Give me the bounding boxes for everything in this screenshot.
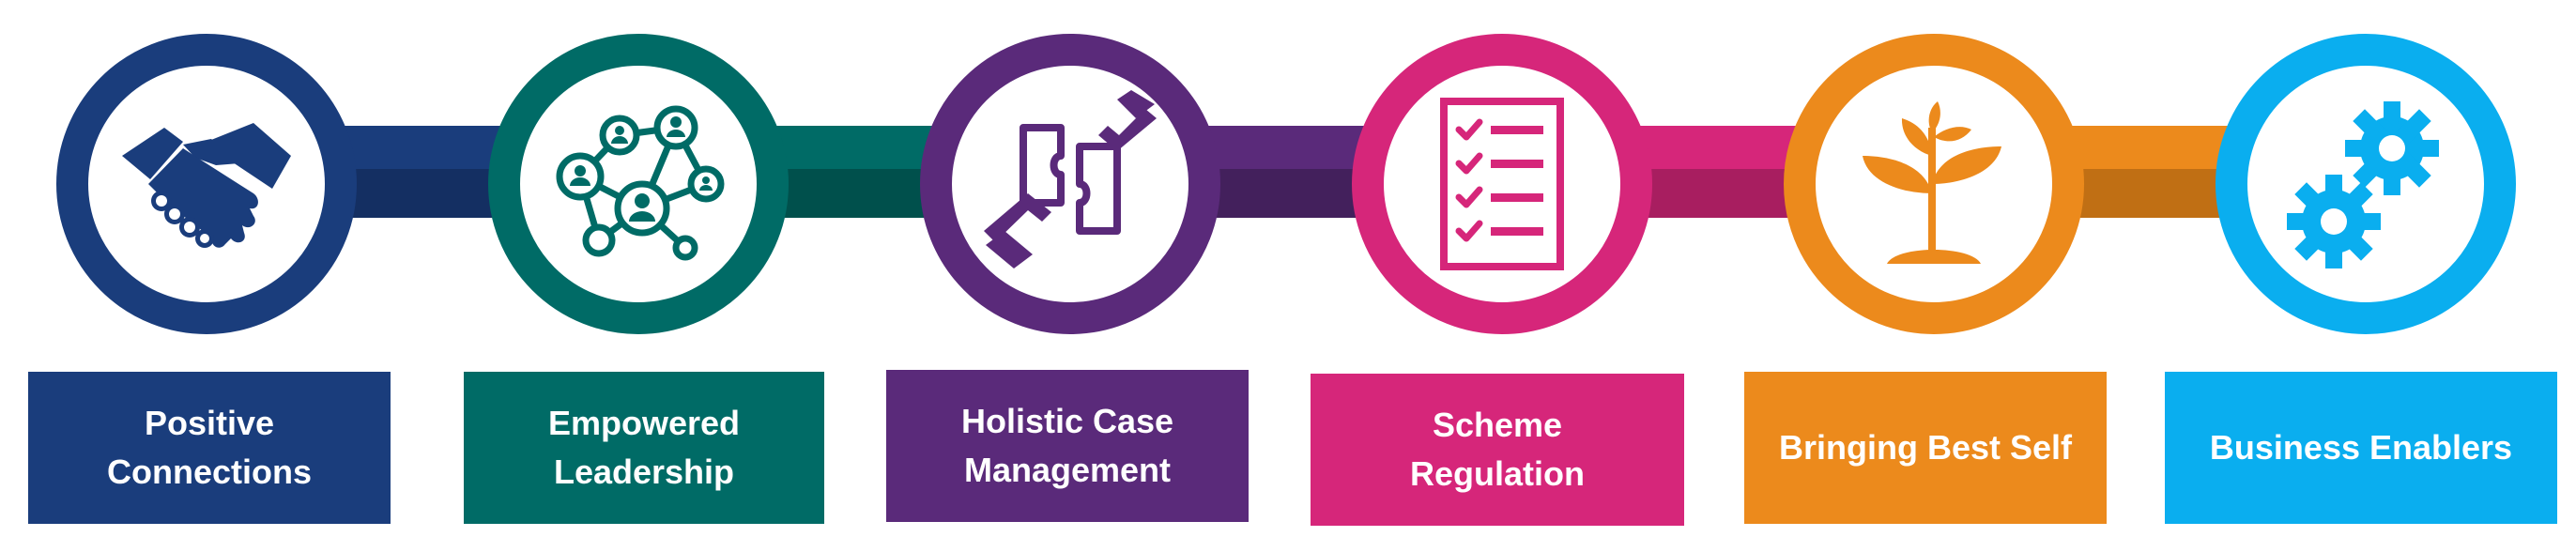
label-scheme-regulation: Scheme Regulation	[1311, 374, 1684, 526]
gears-icon	[2287, 101, 2439, 268]
pillar-circle-bringing-best-self	[1784, 34, 2084, 334]
label-line-1: Holistic Case	[960, 402, 1174, 440]
handshake-icon	[122, 123, 291, 248]
label-positive-connections: Positive Connections	[28, 372, 391, 524]
network-people-icon	[556, 105, 725, 261]
label-empowered-leadership: Empowered Leadership	[464, 372, 824, 524]
puzzle-hands-icon	[984, 90, 1157, 268]
label-line-1: Bringing Best Self	[1778, 428, 2073, 467]
pillar-circle-positive-connections	[56, 34, 357, 334]
pillar-circle-holistic-case-management	[920, 34, 1220, 334]
label-line-1: Business Enablers	[2209, 428, 2513, 467]
pillar-circle-empowered-leadership	[488, 34, 789, 334]
connector-2	[760, 126, 948, 218]
connector-4	[1624, 126, 1812, 218]
label-line-2: Management	[963, 451, 1172, 489]
checklist-icon	[1440, 98, 1564, 270]
label-holistic-case-management: Holistic Case Management	[886, 370, 1249, 522]
growing-plant-icon	[1863, 101, 2001, 264]
label-line-1: Positive	[144, 404, 275, 442]
label-line-1: Scheme	[1432, 406, 1563, 444]
pillar-circle-scheme-regulation	[1352, 34, 1652, 334]
label-business-enablers: Business Enablers	[2165, 372, 2557, 524]
label-line-2: Regulation	[1410, 454, 1585, 493]
connector-3	[1192, 126, 1380, 218]
label-bringing-best-self: Bringing Best Self	[1744, 372, 2107, 524]
label-line-2: Leadership	[553, 452, 735, 491]
pillar-circle-business-enablers	[2216, 34, 2516, 334]
label-line-1: Empowered	[547, 404, 741, 442]
label-line-2: Connections	[106, 452, 312, 491]
connector-1	[329, 126, 516, 218]
connector-5	[2056, 126, 2244, 218]
